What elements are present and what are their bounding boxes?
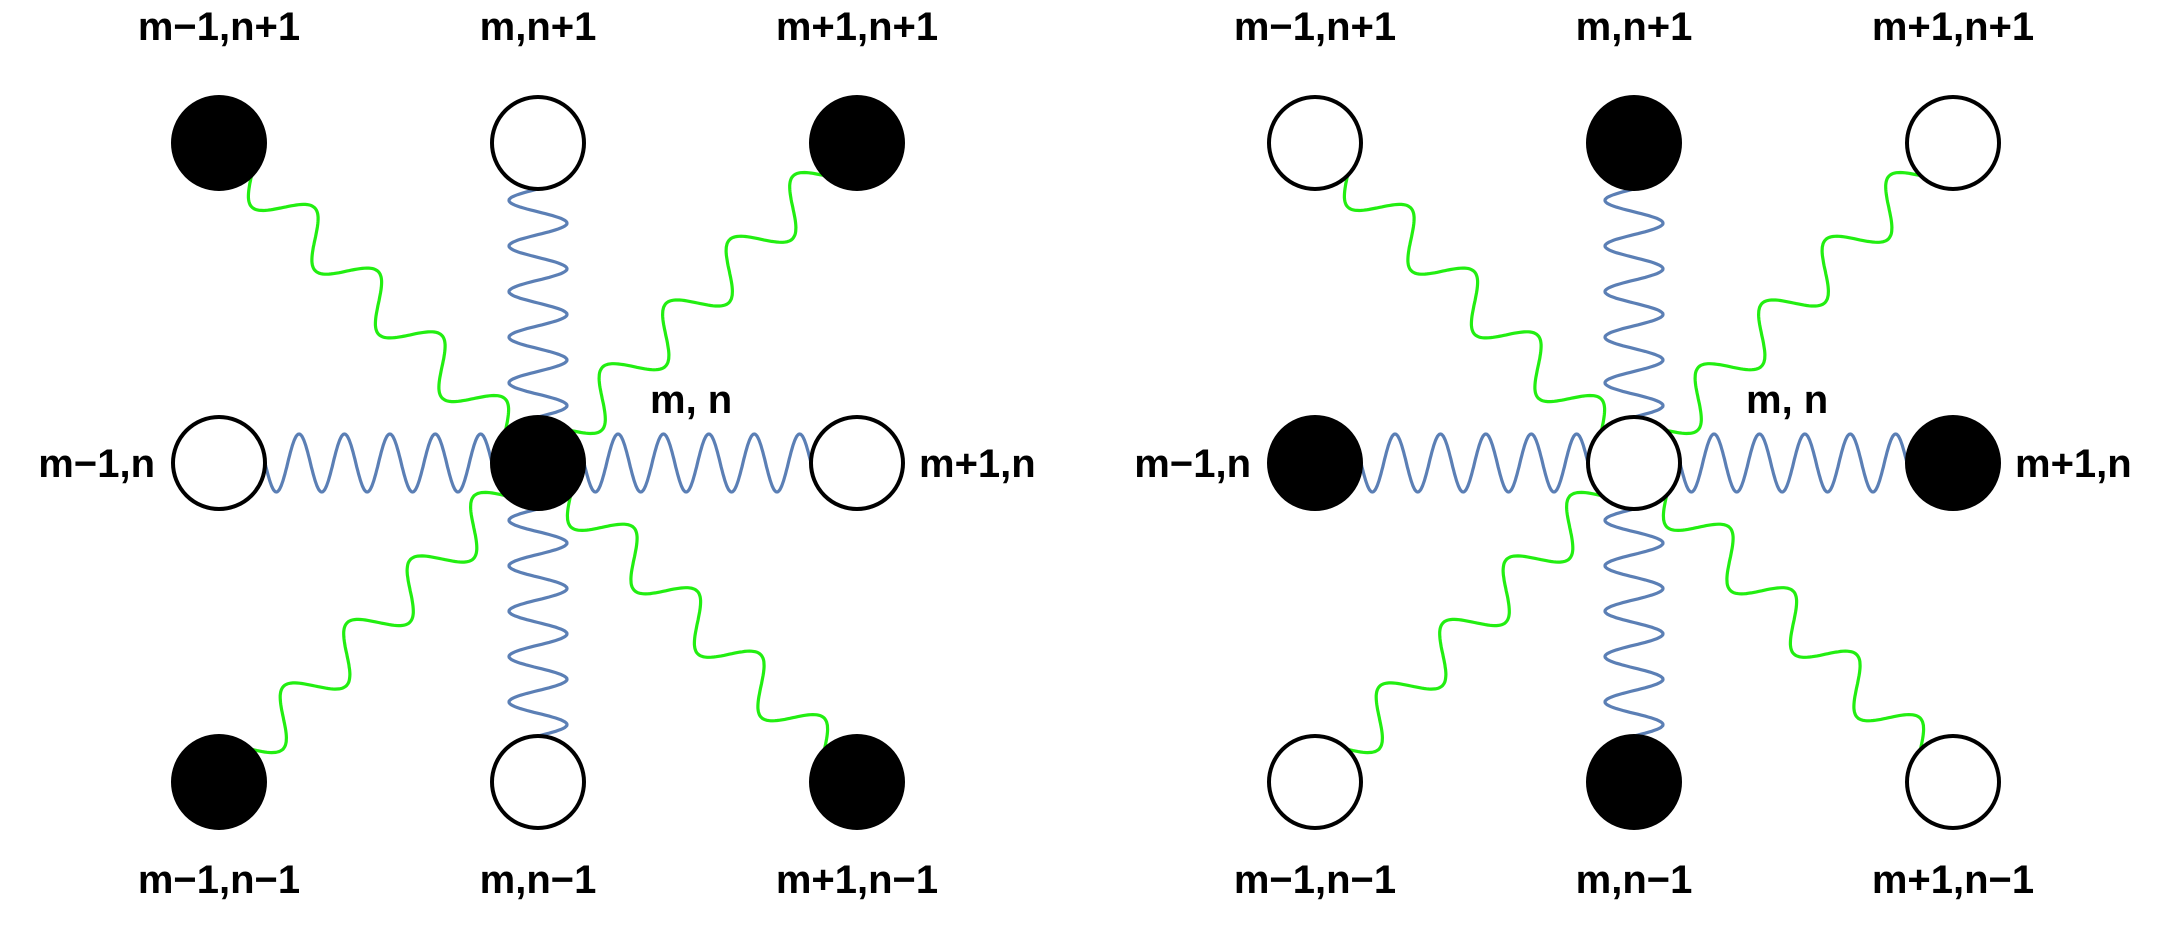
site-w-filled [1267,415,1363,511]
panel-left: m−1,n+1 m,n+1 m+1,n+1 m−1,n m+1,n m−1,n−1 m,n−… [38,5,1035,902]
diagonal-spring-ne [570,170,825,436]
label-c: m, n [650,378,732,422]
diagonal-spring-se [565,495,830,750]
diagonal-spring-ne [1666,170,1921,436]
axial-spring-w [1359,432,1590,494]
site-se-filled [809,734,905,830]
site-e-open [809,415,905,511]
site-sw-open [1267,734,1363,830]
label-w: m−1,n [1134,442,1251,486]
label-e: m+1,n [2015,442,2132,486]
axial-spring-e [582,432,813,494]
label-se: m+1,n−1 [776,858,938,902]
site-ne-filled [809,95,905,191]
diagonal-spring-nw [246,175,511,431]
site-ne-open [1905,95,2001,191]
panel-right: m−1,n+1 m,n+1 m+1,n+1 m−1,n m+1,n m−1,n−1 m,n−… [1134,5,2131,902]
label-e: m+1,n [919,442,1036,486]
site-s-open [490,734,586,830]
site-n-filled [1586,95,1682,191]
site-nw-open [1267,95,1363,191]
label-se: m+1,n−1 [1872,858,2034,902]
site-n-open [490,95,586,191]
label-n: m,n+1 [1576,5,1693,49]
site-center-open [1586,415,1682,511]
axial-spring-w [263,432,494,494]
axial-spring-n [1603,187,1665,419]
label-c: m, n [1746,378,1828,422]
diagonal-spring-nw [1342,175,1607,431]
diagonal-spring-sw [1347,490,1602,755]
label-s: m,n−1 [480,858,597,902]
site-se-open [1905,734,2001,830]
diagonal-spring-sw [251,490,506,755]
label-sw: m−1,n−1 [138,858,300,902]
site-sw-filled [171,734,267,830]
label-sw: m−1,n−1 [1234,858,1396,902]
axial-spring-s [507,507,569,738]
site-w-open [171,415,267,511]
label-ne: m+1,n+1 [776,5,938,49]
label-n: m,n+1 [480,5,597,49]
site-nw-filled [171,95,267,191]
label-nw: m−1,n+1 [138,5,300,49]
diagonal-spring-se [1661,495,1926,750]
label-ne: m+1,n+1 [1872,5,2034,49]
label-nw: m−1,n+1 [1234,5,1396,49]
label-w: m−1,n [38,442,155,486]
axial-spring-e [1678,432,1909,494]
site-center-filled [490,415,586,511]
axial-spring-n [507,187,569,419]
label-s: m,n−1 [1576,858,1693,902]
site-e-filled [1905,415,2001,511]
site-s-filled [1586,734,1682,830]
axial-spring-s [1603,507,1665,738]
